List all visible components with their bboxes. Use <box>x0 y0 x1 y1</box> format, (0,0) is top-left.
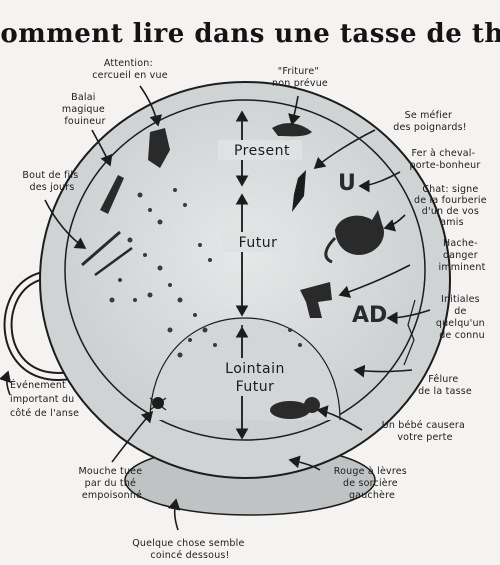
zone-bg-present <box>218 140 302 160</box>
broom-leaves <box>100 175 124 214</box>
cat-leaves <box>324 210 385 264</box>
horseshoe-symbol: U <box>338 171 356 196</box>
thread-leaves <box>81 230 133 277</box>
baby-leaves <box>270 397 320 419</box>
arrow-fils <box>44 199 87 249</box>
crack-line <box>403 299 416 366</box>
arrow-dessous <box>167 498 181 531</box>
arrow-initiales <box>386 309 431 325</box>
arrow-hache <box>338 264 411 298</box>
axe-leaves <box>300 282 332 318</box>
label-anse: Événement important du côté de l'anse <box>10 379 79 419</box>
initials-leaves: AD <box>352 303 387 328</box>
label-attention: Attention: cercueil en vue <box>92 58 168 81</box>
arrow-poignards <box>313 129 376 170</box>
scattered-leaves <box>109 188 302 358</box>
label-fils: Bout de fils des jours <box>22 170 81 193</box>
zone-lointain-line2: Futur <box>236 379 275 395</box>
label-balai: Balai magique fouineur <box>62 92 108 127</box>
arrow-chat <box>383 214 406 232</box>
label-mouche: Mouche tuée par du thé empoisonné <box>78 466 145 501</box>
coffin-leaves <box>148 128 170 168</box>
arrow-fer <box>358 171 401 193</box>
arrow-anse <box>0 370 12 396</box>
cup-handle-inner <box>5 272 86 379</box>
label-rouge: Rouge à lèvres de sorcière gauchère <box>334 466 410 501</box>
label-bebe: Un bébé causera votre perte <box>382 420 469 443</box>
label-dessous: Quelque chose semble coincé dessous! <box>132 538 248 561</box>
zone-futur: Futur <box>239 235 278 251</box>
label-initiales: Initiales de quelqu'un de connu <box>436 294 488 341</box>
dagger-leaves <box>292 170 306 212</box>
cup-interior <box>64 99 426 441</box>
arrow-bebe <box>316 405 363 431</box>
arrow-attention <box>139 85 163 127</box>
arrow-rouge <box>288 455 321 471</box>
label-hache: Hache- danger imminent <box>439 238 486 273</box>
zone-lointain-line1: Lointain <box>225 361 285 377</box>
zone-bg-lointain <box>212 358 298 396</box>
arrow-mouche <box>111 410 154 463</box>
label-poignards: Se méfier des poignards! <box>393 110 467 133</box>
friture-leaves <box>272 123 312 137</box>
label-friture: "Friture" non prévue <box>272 66 328 89</box>
arrow-friture <box>288 95 301 126</box>
arrow-felure <box>353 364 413 378</box>
zone-present: Present <box>234 143 290 159</box>
horseshoe-leaves: U <box>338 171 356 196</box>
label-fer: Fer à cheval- porte-bonheur <box>409 148 480 171</box>
label-felure: Fêlure de la tasse <box>418 374 472 397</box>
initials-symbol: AD <box>352 303 387 328</box>
arrow-balai <box>91 129 113 167</box>
page-title: Comment lire dans une tasse de thé <box>0 19 500 49</box>
label-chat: Chat: signe de la fourberie d'un de vos … <box>414 184 490 228</box>
fly-leaves <box>149 397 167 411</box>
zone-bg-futur <box>222 232 292 252</box>
